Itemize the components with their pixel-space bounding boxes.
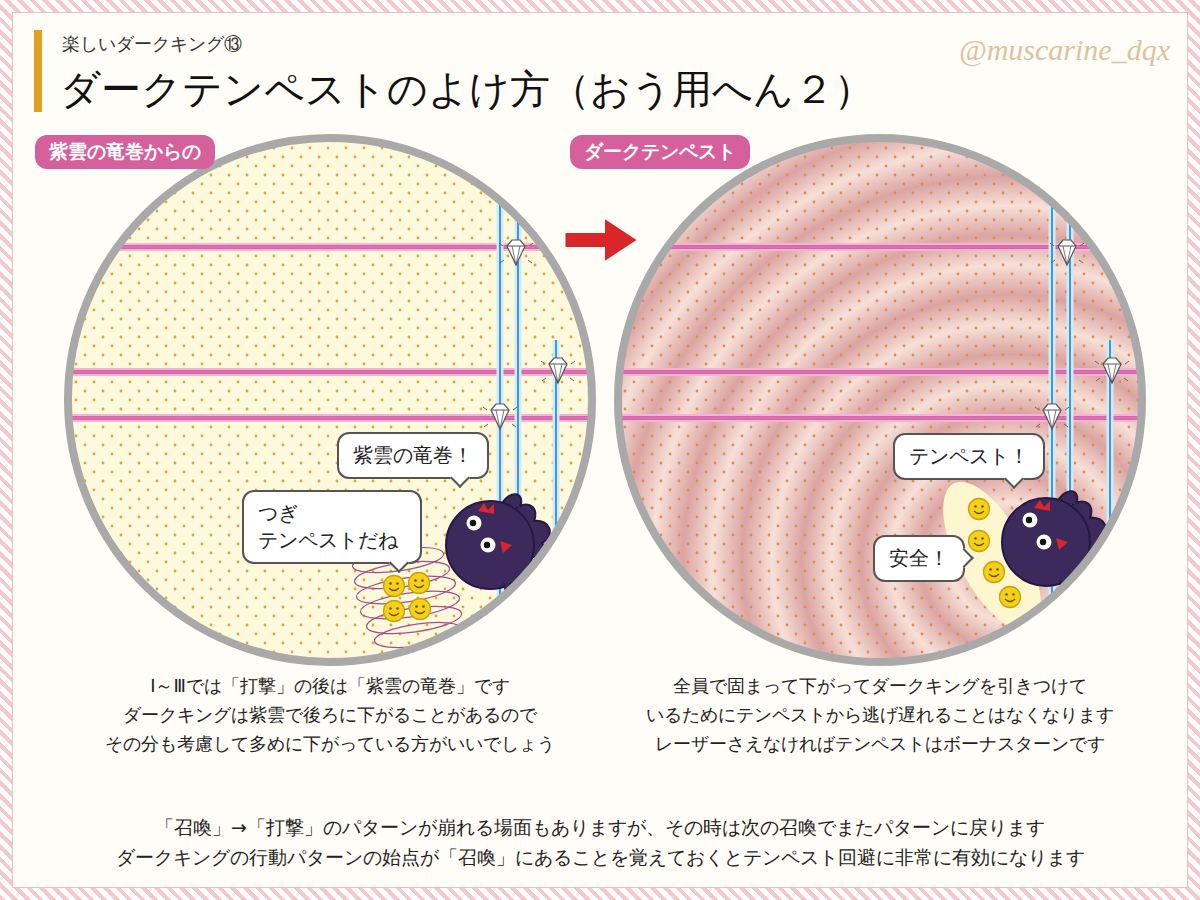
speech-bubble: テンペスト！ [893,433,1045,480]
speech-text: 安全！ [889,545,949,572]
heading-tag: ダークテンペスト [570,135,750,169]
scene-circle: 紫雲の竜巻からの紫雲の竜巻！つぎ テンペストだね [68,138,592,662]
speech-text: 紫雲の竜巻！ [353,442,473,469]
bubble-tail [954,548,974,568]
bubble-tail [389,553,409,573]
series-label: 楽しいダークキング⑬ [62,30,482,59]
speech-bubble: 紫雲の竜巻！ [337,432,489,479]
speech-text: テンペスト！ [909,443,1029,470]
circle-outline [618,138,1142,662]
caption: Ⅰ～Ⅲでは「打撃」の後は「紫雲の竜巻」です ダークキングは紫雲で後ろに下がること… [70,672,590,758]
bubble-tail [450,468,470,488]
scene-circle: ダークテンペストテンペスト！安全！ [618,138,1142,662]
circle-border [618,138,1142,662]
bubble-tail [1004,469,1024,489]
panel-heading: 紫雲の竜巻からの [49,140,201,162]
heading-tag: 紫雲の竜巻からの [35,135,215,169]
panel-heading: ダークテンペスト [584,140,736,162]
main-title: ダークテンペストのよけ方（おう用へん２） [60,62,874,117]
caption: 全員で固まって下がってダークキングを引きつけて いるためにテンペストから逃げ遅れ… [620,672,1140,758]
speech-bubble: つぎ テンペストだね [242,490,422,564]
circle-outline [68,138,592,662]
flow-arrow [565,233,610,247]
note: 「召喚」→「打撃」のパターンが崩れる場面もありますが、その時は次の召喚でまたパタ… [100,812,1100,873]
speech-text: つぎ テンペストだね [258,500,406,554]
circle-border [68,138,592,662]
watermark: @muscarine_dqx [900,26,1170,74]
speech-bubble: 安全！ [873,535,965,582]
